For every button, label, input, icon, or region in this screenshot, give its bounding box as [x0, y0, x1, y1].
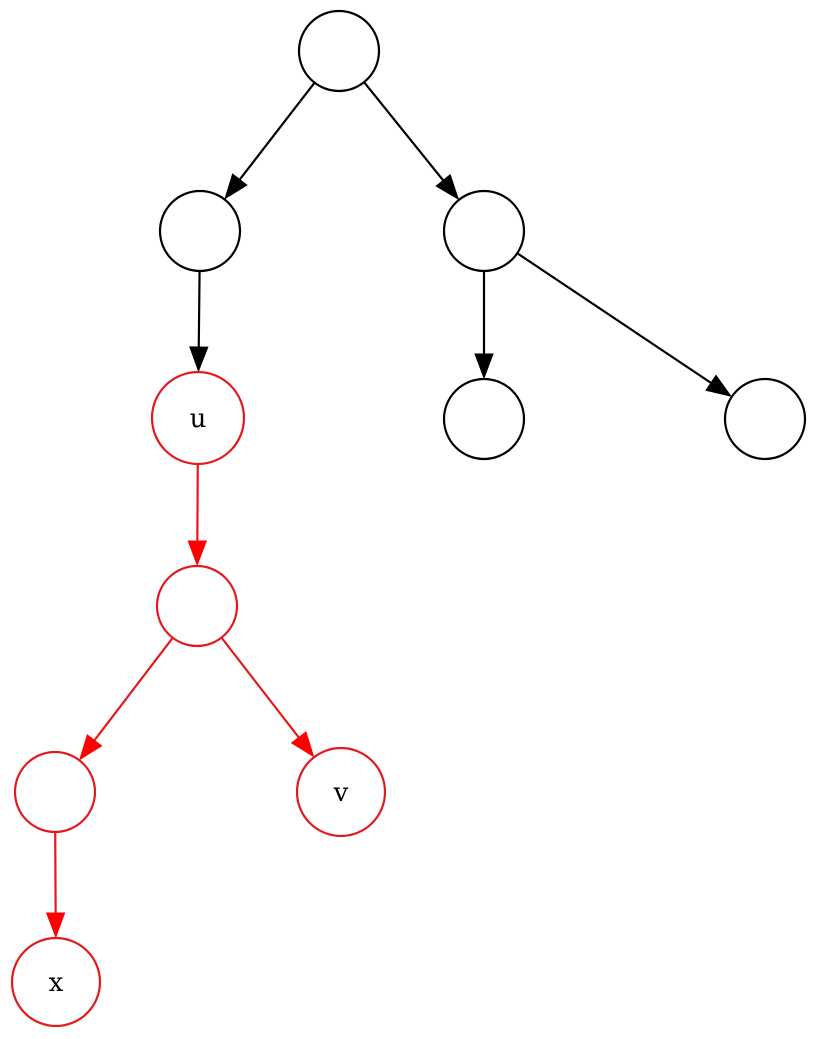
node-u-child — [155, 564, 239, 648]
node-label: v — [333, 778, 349, 808]
node-right-child — [442, 189, 526, 273]
node-circle — [442, 377, 526, 461]
arrowhead-icon — [435, 173, 460, 201]
node-circle — [150, 370, 246, 466]
node-circle — [723, 377, 807, 461]
edges-layer — [45, 81, 733, 939]
arrowhead-icon — [474, 353, 494, 380]
node-circle — [155, 564, 239, 648]
arrowhead-icon — [189, 346, 209, 373]
node-node-u: u — [150, 370, 246, 466]
nodes-layer: u v x — [10, 9, 807, 1028]
node-circle — [158, 189, 242, 273]
edge-line — [197, 270, 201, 348]
edge-line — [238, 81, 316, 181]
node-label: u — [190, 404, 207, 434]
node-circle — [297, 9, 381, 93]
edge-right-child-to-right-right-leaf — [516, 252, 733, 397]
arrowhead-icon — [187, 540, 208, 567]
edge-left-child-to-node-u — [189, 270, 209, 373]
node-circle — [295, 746, 387, 838]
edge-line — [220, 636, 300, 739]
node-circle — [13, 750, 97, 834]
arrowhead-icon — [705, 374, 733, 397]
node-right-left-leaf — [442, 377, 526, 461]
edge-line — [93, 637, 174, 742]
node-label: x — [49, 968, 64, 998]
edge-x-parent-to-node-x — [45, 831, 66, 939]
arrowhead-icon — [224, 173, 248, 200]
node-node-v: v — [295, 746, 387, 838]
node-x-parent — [13, 750, 97, 834]
node-circle — [442, 189, 526, 273]
edge-root-to-left-child — [224, 81, 316, 200]
edge-line — [516, 252, 712, 384]
edge-right-child-to-right-left-leaf — [474, 271, 494, 380]
node-left-child — [158, 189, 242, 273]
edge-u-child-to-node-v — [220, 636, 315, 758]
node-right-right-leaf — [723, 377, 807, 461]
edge-u-child-to-x-parent — [79, 637, 174, 761]
edge-line — [363, 81, 445, 182]
arrowhead-icon — [79, 734, 103, 761]
edge-root-to-right-child — [363, 81, 460, 201]
edge-node-u-to-u-child — [187, 463, 208, 567]
node-node-x: x — [10, 936, 102, 1028]
arrowhead-icon — [290, 731, 315, 758]
arrowhead-icon — [45, 912, 66, 939]
node-root — [297, 9, 381, 93]
node-circle — [10, 936, 102, 1028]
